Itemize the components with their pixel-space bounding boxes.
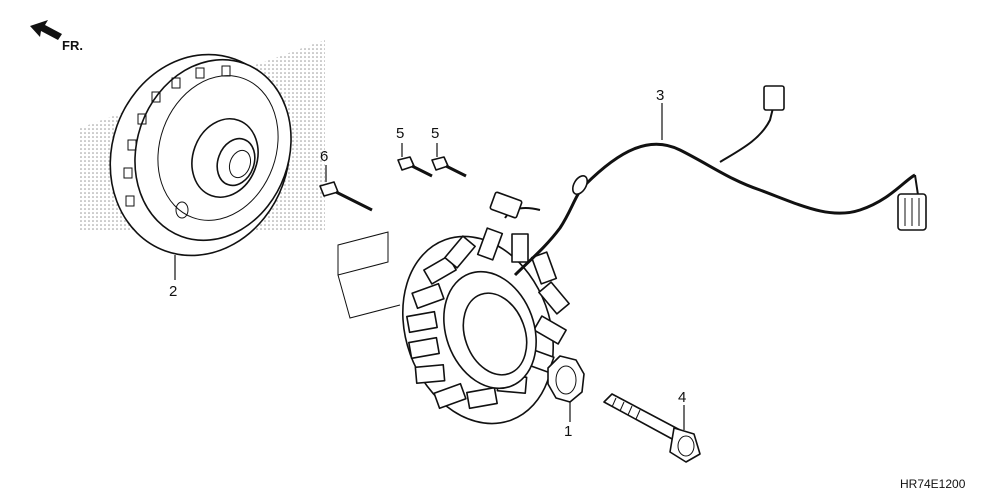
callout-6: 6	[320, 148, 328, 165]
bolt-6[interactable]	[319, 181, 373, 212]
callout-2: 2	[169, 283, 177, 300]
direction-label: FR.	[62, 38, 83, 53]
callout-4: 4	[678, 389, 686, 406]
stator-coil[interactable]	[337, 215, 578, 445]
front-direction-arrow-icon	[30, 20, 62, 40]
callout-5b: 5	[431, 125, 439, 142]
washer[interactable]	[547, 355, 585, 403]
callout-5a: 5	[396, 125, 404, 142]
flywheel-rotor[interactable]	[82, 29, 317, 281]
bolt-5b[interactable]	[431, 156, 467, 178]
flange-bolt[interactable]	[603, 393, 701, 463]
wire-harness[interactable]	[489, 85, 927, 277]
callout-3: 3	[656, 87, 664, 104]
callout-1: 1	[564, 423, 572, 440]
diagram-code: HR74E1200	[900, 477, 966, 491]
bolt-5a[interactable]	[397, 156, 433, 178]
